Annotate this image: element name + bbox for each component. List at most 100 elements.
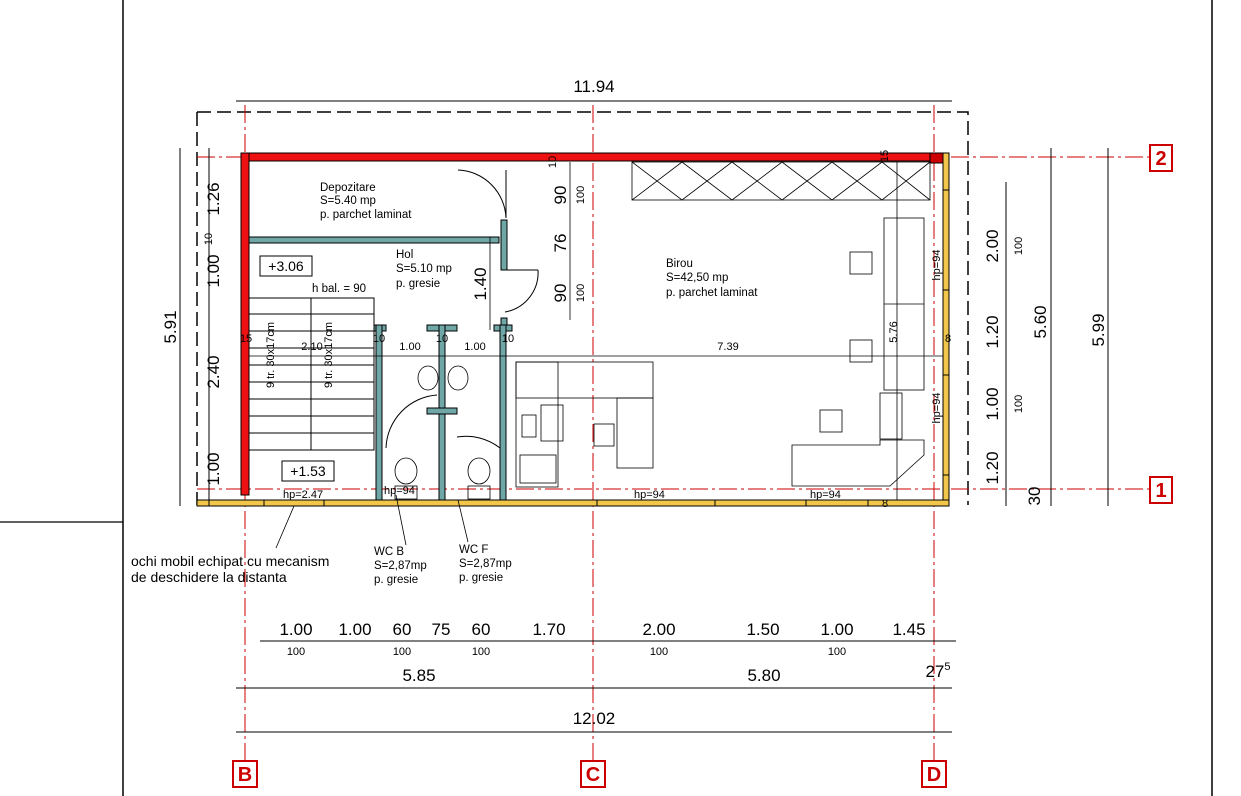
- inner-dim: 10: [373, 333, 385, 345]
- birou-dim-lines: [249, 162, 943, 500]
- dim-top-wall: 15: [879, 150, 891, 162]
- room-floor: p. parchet laminat: [320, 209, 412, 221]
- leader-wc-f: [457, 499, 469, 543]
- balustrade-height: h bal. = 90: [312, 283, 366, 295]
- note-line-2: de deschidere la distanta: [131, 569, 287, 585]
- inner-dim: 1.00: [464, 341, 485, 353]
- dim-bottom-sub: 100: [393, 646, 411, 658]
- inner-dim: 90: [551, 284, 570, 303]
- stair-right-label: 9 tr. 30x17cm: [323, 322, 335, 388]
- room-birou: Birou S=42,50 mp p. parchet laminat: [666, 258, 758, 299]
- inner-dims-vertical: 10 90 100 76 1.40 90 100: [471, 156, 587, 303]
- inner-dim: 10: [547, 156, 559, 168]
- dim-bottom-mid-right: 5.80: [747, 666, 780, 685]
- room-area: S=2,87mp: [374, 560, 427, 572]
- dim-bottom-sub: 100: [472, 646, 490, 658]
- room-hol: Hol S=5.10 mp p. gresie: [396, 249, 452, 290]
- note-leader: [275, 505, 295, 549]
- inner-dim: 10: [502, 333, 514, 345]
- room-name: WC B: [374, 546, 404, 558]
- axis-2-label: 2: [1155, 148, 1166, 170]
- axis-1-label: 1: [1155, 480, 1166, 502]
- dim-right-seg: 1.20: [983, 315, 1002, 348]
- inner-dim: 2.10: [301, 341, 322, 353]
- room-floor: p. gresie: [374, 574, 418, 586]
- level-upper: +3.06: [259, 255, 313, 277]
- dim-birou-vertical: 5.76: [888, 321, 900, 342]
- dim-bottom-seg: 1.00: [338, 620, 371, 639]
- axis-b-marker: B: [232, 760, 258, 788]
- dim-right-seg: 30: [1025, 487, 1044, 506]
- inner-dims-horizontal: 15 2.10 10 1.00 10 1.00 10 7.39 8: [240, 333, 951, 353]
- axis-2-marker: 2: [1149, 144, 1173, 172]
- room-wc-b: WC B S=2,87mp p. gresie: [374, 546, 427, 586]
- axis-d-label: D: [927, 764, 941, 786]
- inner-dim: 7.39: [717, 341, 738, 353]
- dim-right-seg: 2.00: [983, 229, 1002, 262]
- room-floor: p. parchet laminat: [666, 287, 758, 299]
- dim-bottom-seg: 75: [432, 620, 451, 639]
- inner-dim: 8: [945, 333, 951, 345]
- dim-bottom-seg: 60: [393, 620, 412, 639]
- hp-window-right: hp=94: [810, 489, 841, 501]
- hp-window-left: hp=2.47: [283, 489, 323, 501]
- dim-bottom-total: 12.02: [573, 709, 616, 728]
- dim-bottom-wall: 8: [882, 498, 888, 510]
- axis-b-label: B: [238, 764, 252, 786]
- axis-d-marker: D: [921, 760, 947, 788]
- inner-dim: 76: [551, 234, 570, 253]
- hp-window-mid: hp=94: [634, 489, 665, 501]
- leader-wc-b: [395, 494, 407, 546]
- room-wc-f: WC F S=2,87mp p. gresie: [459, 544, 512, 584]
- dim-left-total: 5.91: [161, 310, 180, 343]
- room-area: S=42,50 mp: [666, 272, 728, 284]
- axis-1-marker: 1: [1149, 476, 1173, 504]
- dim-bottom-seg: 60: [472, 620, 491, 639]
- dim-right-seg: 1.00: [983, 387, 1002, 420]
- dim-bottom-seg: 1.45: [892, 620, 925, 639]
- dim-right-seg: 1.20: [983, 451, 1002, 484]
- dim-bottom-mid-left: 5.85: [402, 666, 435, 685]
- doors: [385, 169, 539, 449]
- dim-right-mid: 5.60: [1031, 305, 1050, 338]
- inner-dim: 10: [436, 333, 448, 345]
- level-lower: +1.53: [281, 460, 335, 482]
- room-floor: p. gresie: [459, 572, 503, 584]
- dim-right-row: 2.00 1.20 1.00 1.20 30 100 100: [983, 229, 1044, 505]
- dim-left-seg: 1.26: [204, 182, 223, 215]
- dim-left-seg: 2.40: [204, 355, 223, 388]
- inner-dim: 1.00: [399, 341, 420, 353]
- hp-wc: hp=94: [384, 485, 415, 497]
- dim-left-seg: 1.00: [204, 452, 223, 485]
- dim-bottom-seg: 1.50: [746, 620, 779, 639]
- axis-c-marker: C: [580, 760, 606, 788]
- interior-walls: [248, 219, 513, 501]
- dim-bottom-seg: 1.00: [279, 620, 312, 639]
- inner-dim: 100: [575, 284, 587, 302]
- room-name: Birou: [666, 258, 693, 270]
- stair-left-label: 9 tr. 30x17cm: [265, 322, 277, 388]
- dim-right-sub: 100: [1013, 395, 1025, 413]
- furniture: [394, 161, 931, 500]
- dim-left-seg: 10: [203, 233, 215, 245]
- axis-c-label: C: [586, 764, 600, 786]
- room-area: S=5.40 mp: [320, 195, 376, 207]
- stair-treads: [249, 313, 374, 434]
- inner-dim: 15: [240, 333, 252, 345]
- room-area: S=2,87mp: [459, 558, 512, 570]
- room-area: S=5.10 mp: [396, 263, 452, 275]
- level-lower-text: +1.53: [290, 463, 326, 479]
- dim-bottom-mid-end: 275: [925, 661, 950, 681]
- dim-bottom-seg: 1.00: [820, 620, 853, 639]
- dim-top-total: 11.94: [573, 77, 614, 96]
- dim-bottom-seg: 2.00: [642, 620, 675, 639]
- dim-bottom-seg: 1.70: [532, 620, 565, 639]
- room-name: WC F: [459, 544, 488, 556]
- inner-dim: 90: [551, 186, 570, 205]
- room-floor: p. gresie: [396, 278, 440, 290]
- dim-right-outer: 5.99: [1089, 313, 1108, 346]
- dim-bottom-sub: 100: [828, 646, 846, 658]
- room-name: Depozitare: [320, 182, 376, 194]
- exterior-walls: [196, 152, 950, 507]
- dim-bottom-row: 1.00 1.00 60 75 60 1.70 2.00 1.50 1.00 1…: [279, 620, 925, 658]
